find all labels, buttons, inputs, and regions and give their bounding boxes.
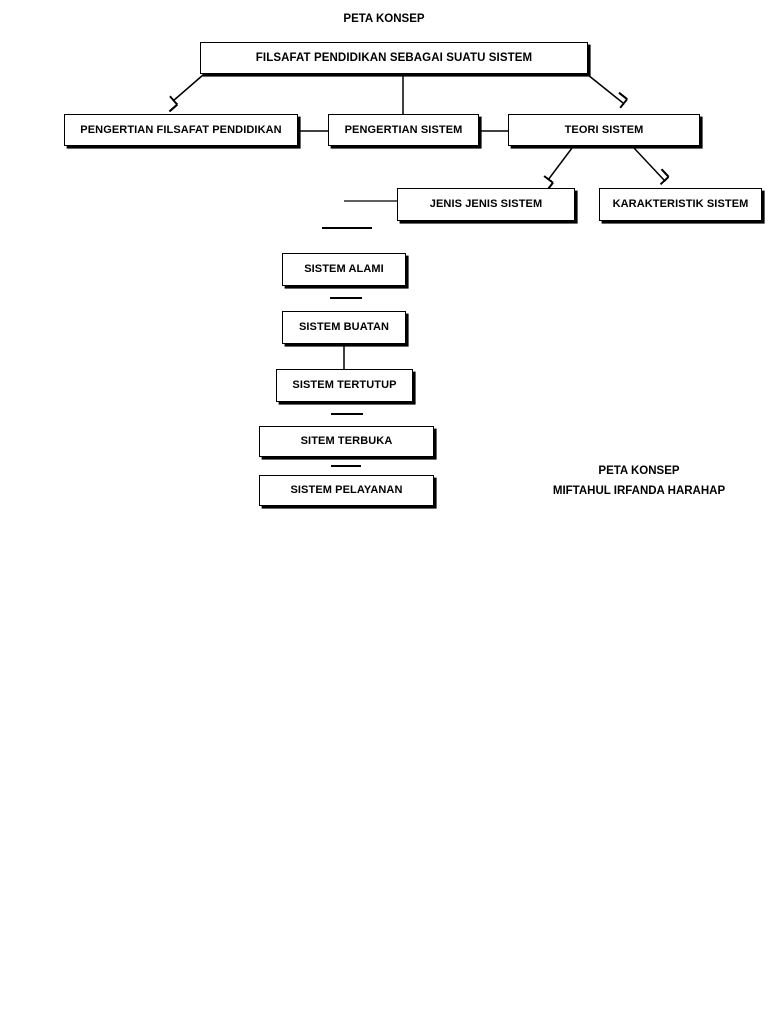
edge-teori-to-karakteristik: [633, 147, 664, 180]
edge-root-to-teori-sistem: [587, 74, 623, 103]
node-jenis-jenis-sistem-label: JENIS JENIS SISTEM: [429, 198, 543, 211]
edge-teori-to-jenis: [548, 147, 573, 180]
signature-block: PETA KONSEP MIFTAHUL IRFANDA HARAHAP: [0, 461, 768, 501]
node-sistem-alami[interactable]: SISTEM ALAMI: [282, 253, 406, 286]
edge-root-to-pengertian-filsafat: [173, 74, 204, 101]
node-sistem-tertutup[interactable]: SISTEM TERTUTUP: [276, 369, 413, 402]
node-sitem-terbuka-label: SITEM TERBUKA: [300, 435, 393, 448]
signature-line-2: MIFTAHUL IRFANDA HARAHAP: [552, 485, 726, 498]
node-sistem-buatan-label: SISTEM BUATAN: [298, 321, 390, 334]
node-sistem-alami-label: SISTEM ALAMI: [304, 263, 384, 276]
node-sistem-tertutup-label: SISTEM TERTUTUP: [292, 379, 397, 392]
node-root-label: FILSAFAT PENDIDIKAN SEBAGAI SUATU SISTEM: [255, 51, 533, 64]
node-pengertian-filsafat-pendidikan-label: PENGERTIAN FILSAFAT PENDIDIKAN: [80, 123, 282, 136]
node-root[interactable]: FILSAFAT PENDIDIKAN SEBAGAI SUATU SISTEM: [200, 42, 588, 74]
node-sitem-terbuka[interactable]: SITEM TERBUKA: [259, 426, 434, 457]
node-karakteristik-sistem[interactable]: KARAKTERISTIK SISTEM: [599, 188, 762, 221]
node-teori-sistem[interactable]: TEORI SISTEM: [508, 114, 700, 146]
node-sistem-pelayanan[interactable]: SISTEM PELAYANAN: [259, 475, 434, 506]
page-title: PETA KONSEP: [343, 13, 425, 25]
node-pengertian-sistem[interactable]: PENGERTIAN SISTEM: [328, 114, 479, 146]
node-pengertian-filsafat-pendidikan[interactable]: PENGERTIAN FILSAFAT PENDIDIKAN: [64, 114, 298, 146]
node-teori-sistem-label: TEORI SISTEM: [564, 123, 644, 136]
node-sistem-buatan[interactable]: SISTEM BUATAN: [282, 311, 406, 344]
signature-line-1: PETA KONSEP: [598, 465, 680, 477]
node-karakteristik-sistem-label: KARAKTERISTIK SISTEM: [612, 198, 749, 211]
node-jenis-jenis-sistem[interactable]: JENIS JENIS SISTEM: [397, 188, 575, 221]
node-sistem-pelayanan-label: SISTEM PELAYANAN: [290, 484, 403, 497]
node-pengertian-sistem-label: PENGERTIAN SISTEM: [344, 123, 463, 136]
